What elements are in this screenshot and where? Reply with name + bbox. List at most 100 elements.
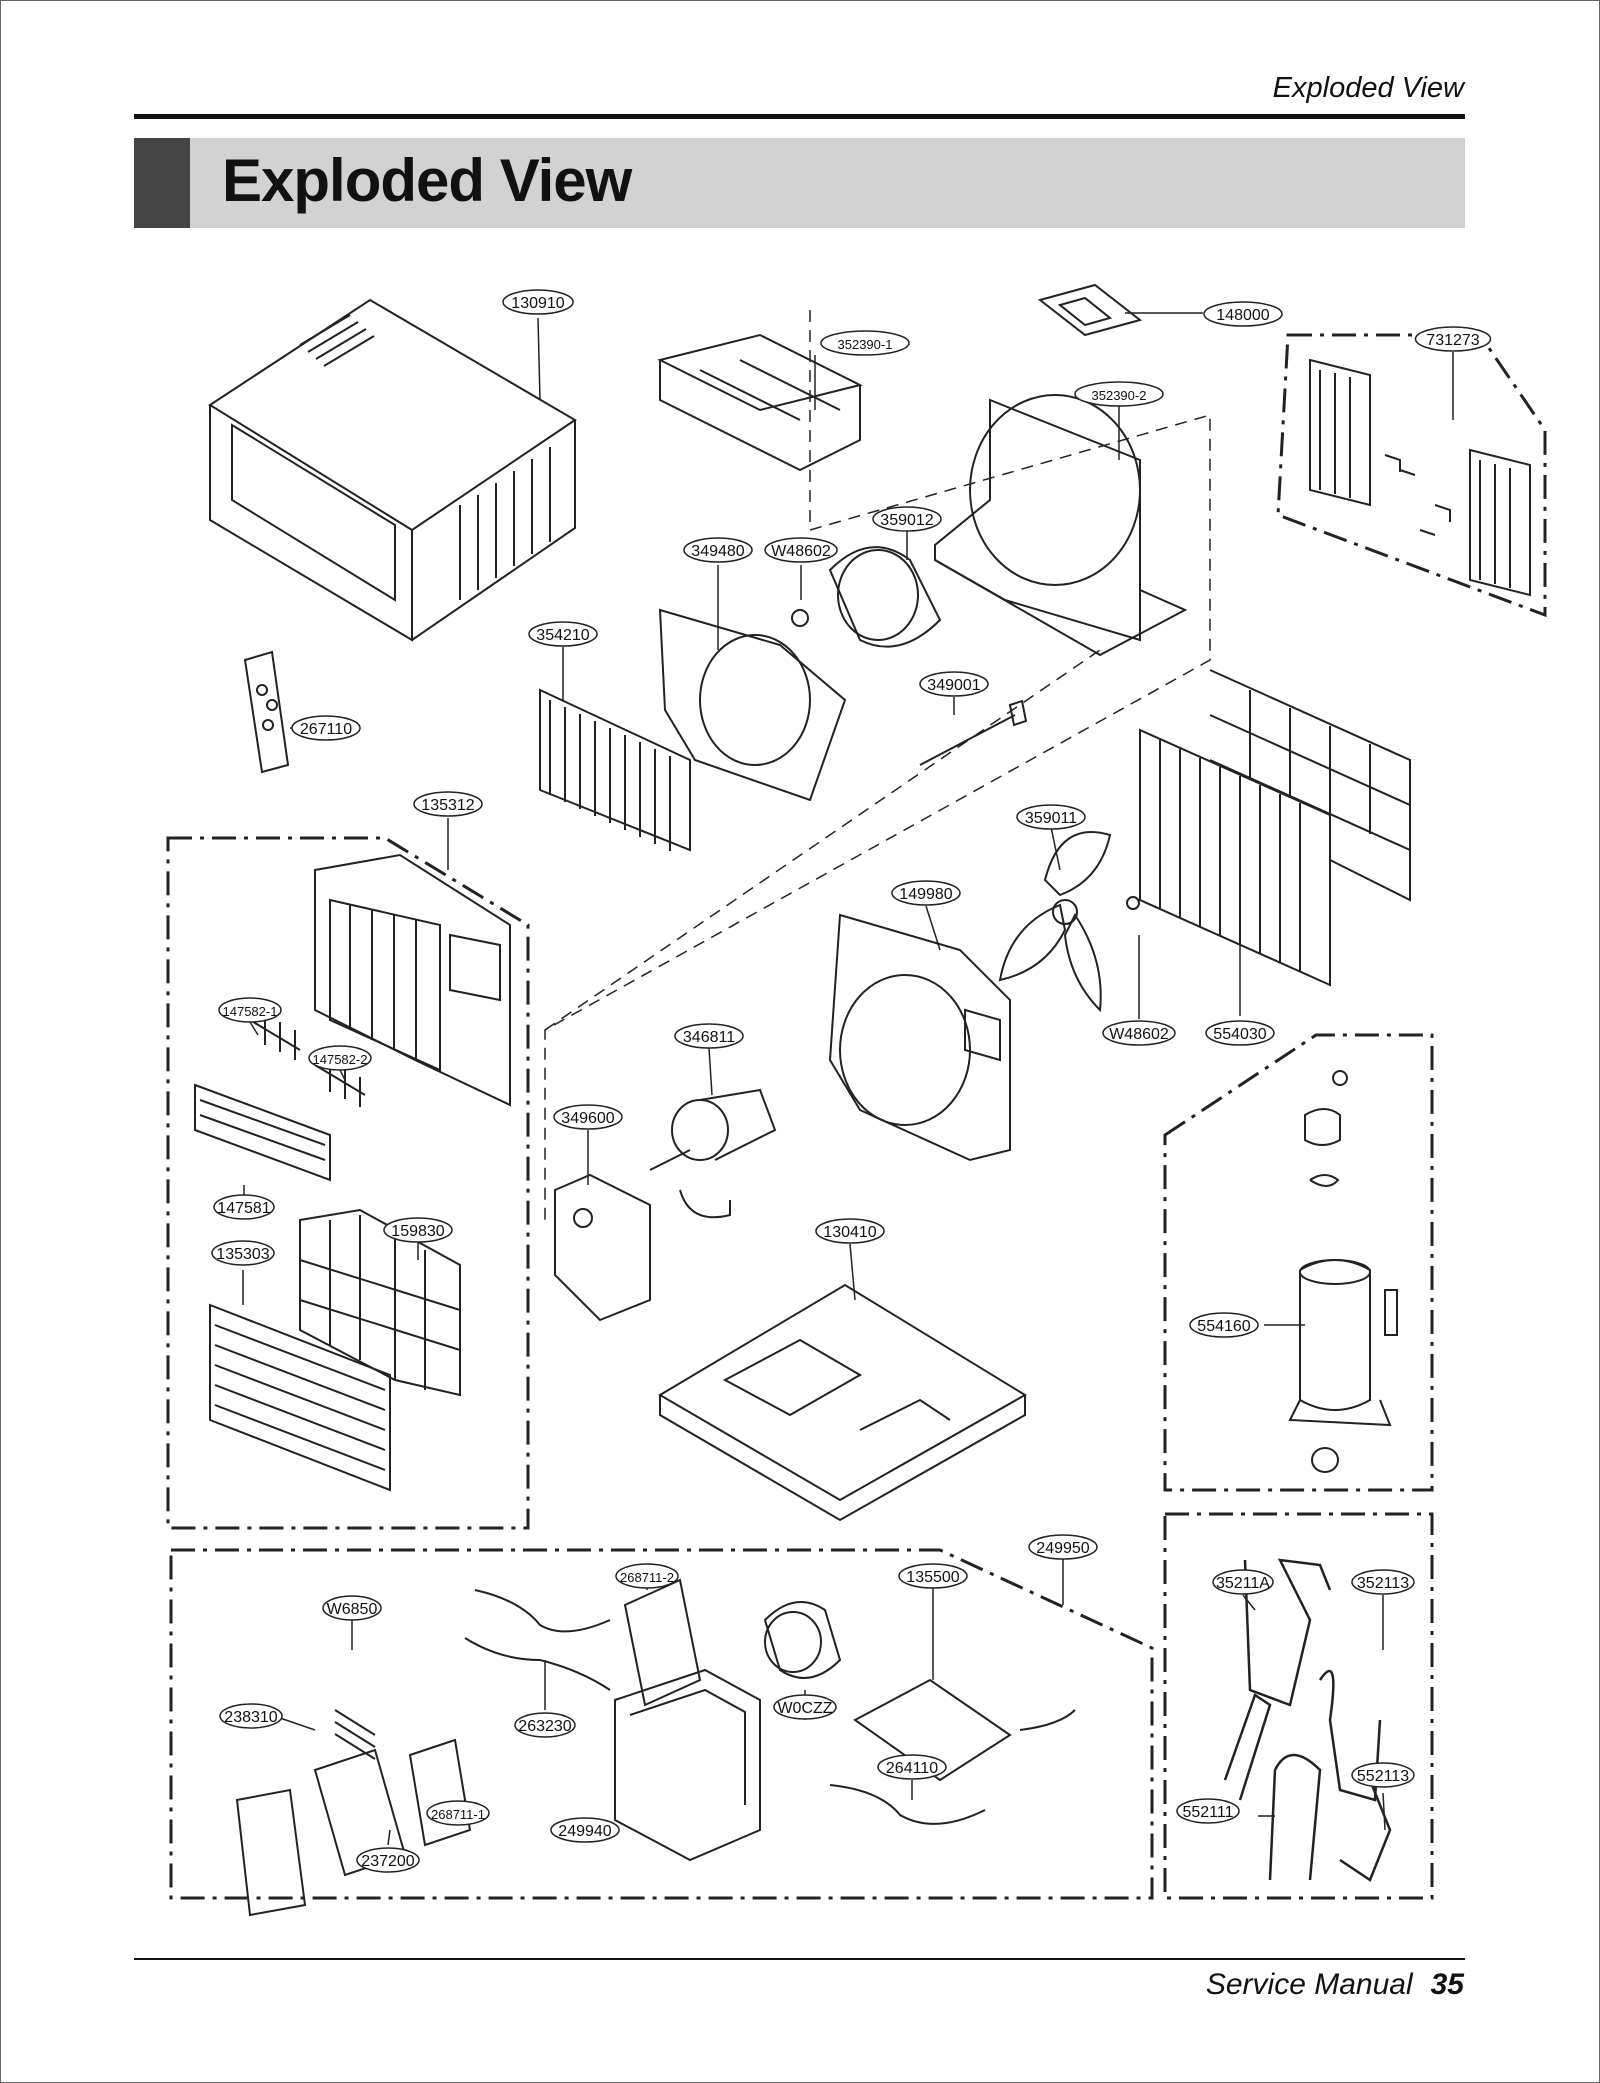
callout-label: 130910 [511, 295, 564, 312]
condenser-drawing [1139, 669, 1411, 987]
wire-harness-drawing [334, 1589, 1076, 1825]
callout-label: 147581 [217, 1200, 270, 1217]
callout-ellipse [1102, 1020, 1176, 1046]
callout-ellipse [1016, 804, 1086, 830]
callout-label: 249950 [1036, 1540, 1089, 1557]
callout-label: 554030 [1213, 1026, 1266, 1043]
callout-c11: 267110 [291, 715, 361, 741]
callout-c8: W48602 [764, 537, 838, 563]
callout-c19: 554030 [1205, 1020, 1275, 1046]
callout-c26: 249950 [1028, 1534, 1098, 1560]
callout-ellipse [356, 1847, 420, 1873]
callout-ellipse [683, 537, 753, 563]
callout-label: W0CZZ [777, 1700, 832, 1717]
page-number: 35 [1430, 1968, 1464, 2001]
callout-ellipse [553, 1104, 623, 1130]
callout-c21: 147581 [213, 1194, 275, 1220]
callout-c35: 264110 [877, 1754, 947, 1780]
guide-line [544, 310, 1211, 1222]
callout-c22: 159830 [383, 1217, 453, 1243]
compressor-drawing [1288, 1070, 1398, 1473]
front-grille-drawing [314, 853, 511, 1107]
piping-group-frame [1163, 1512, 1434, 1900]
guide-line [544, 649, 1101, 1031]
header-rule [134, 114, 1465, 119]
title-accent-block [134, 138, 190, 228]
callout-c39: 249940 [550, 1817, 620, 1843]
callout-label: 130410 [823, 1224, 876, 1241]
callout-label: 238310 [224, 1709, 277, 1726]
callout-label: 552113 [1357, 1768, 1409, 1785]
callout-c30: 352113 [1351, 1569, 1415, 1595]
callout-label: 346811 [683, 1029, 735, 1046]
callout-label: 147582-1 [223, 1004, 278, 1019]
callout-c27: 268711-2 [615, 1563, 679, 1589]
callout-ellipse [322, 1595, 382, 1621]
callout-c14: 149980 [891, 880, 961, 906]
callout-label: 731273 [1426, 332, 1479, 349]
pcb-drawing [235, 1578, 702, 1917]
callout-c24: 135303 [211, 1240, 275, 1266]
electrical-group-frame [169, 1548, 1154, 1900]
callout-ellipse [1176, 1798, 1240, 1824]
callout-ellipse [1351, 1569, 1415, 1595]
callout-label: 349001 [927, 677, 980, 694]
capacitor-drawing [763, 1601, 842, 1679]
callout-ellipse [898, 1563, 968, 1589]
callout-c28: 135500 [898, 1563, 968, 1589]
callout-ellipse [815, 1218, 885, 1244]
callout-c4: 731273 [1414, 326, 1492, 352]
callout-c23: 130410 [815, 1218, 885, 1244]
callout-label: 359011 [1025, 810, 1077, 827]
callout-ellipse [514, 1712, 576, 1738]
callout-label: 552111 [1182, 1804, 1233, 1821]
callout-c9: 354210 [528, 621, 598, 647]
leader-lines [242, 312, 1454, 1846]
sensor-drawing [919, 699, 1028, 766]
callout-c2: 352390-1 [820, 330, 910, 356]
callout-ellipse [211, 1240, 275, 1266]
callout-labels: 130910352390-1148000731273352390-2359012… [211, 289, 1492, 1873]
callout-ellipse [877, 1754, 947, 1780]
callout-ellipse [919, 671, 989, 697]
page-title: Exploded View [222, 147, 632, 214]
callout-ellipse [891, 880, 961, 906]
callout-c6: 359012 [872, 506, 942, 532]
callout-ellipse [764, 537, 838, 563]
callout-label: W6850 [327, 1601, 378, 1618]
callout-ellipse [502, 289, 574, 315]
front-panel-drawing [209, 1303, 391, 1492]
callout-c31: W6850 [322, 1595, 382, 1621]
callout-ellipse [674, 1023, 744, 1049]
callout-c25: 554160 [1189, 1312, 1259, 1338]
callout-label: 135500 [906, 1569, 959, 1586]
air-guide-drawing [657, 333, 863, 472]
front-panel-group-frame [166, 836, 530, 1530]
callout-label: 263230 [518, 1718, 571, 1735]
running-head: Exploded View [1272, 72, 1464, 104]
callout-label: 354210 [536, 627, 589, 644]
bracket-drawing [1037, 283, 1143, 337]
callout-label: 268711-1 [431, 1807, 485, 1822]
callout-c32: W0CZZ [773, 1694, 837, 1720]
shroud-drawing [934, 394, 1188, 657]
callout-c16: 147582-2 [308, 1045, 372, 1071]
compressor-group-frame [1163, 1033, 1434, 1492]
callout-c40: 237200 [356, 1847, 420, 1873]
callout-label: 147582-2 [313, 1052, 368, 1067]
callout-ellipse [218, 997, 282, 1023]
footer-rule [134, 1958, 1465, 1960]
callout-ellipse [1203, 301, 1283, 327]
callout-label: 237200 [361, 1853, 414, 1870]
fan-shroud-drawing [828, 913, 1011, 1162]
callout-label: 148000 [1216, 307, 1269, 324]
callout-c1: 130910 [502, 289, 574, 315]
callout-label: 352113 [1357, 1575, 1409, 1592]
air-filter-drawing [299, 1208, 461, 1397]
callout-label: 268711-2 [620, 1570, 674, 1585]
callout-c10: 349001 [919, 671, 989, 697]
callout-label: 135303 [216, 1246, 269, 1263]
callout-ellipse [219, 1703, 283, 1729]
